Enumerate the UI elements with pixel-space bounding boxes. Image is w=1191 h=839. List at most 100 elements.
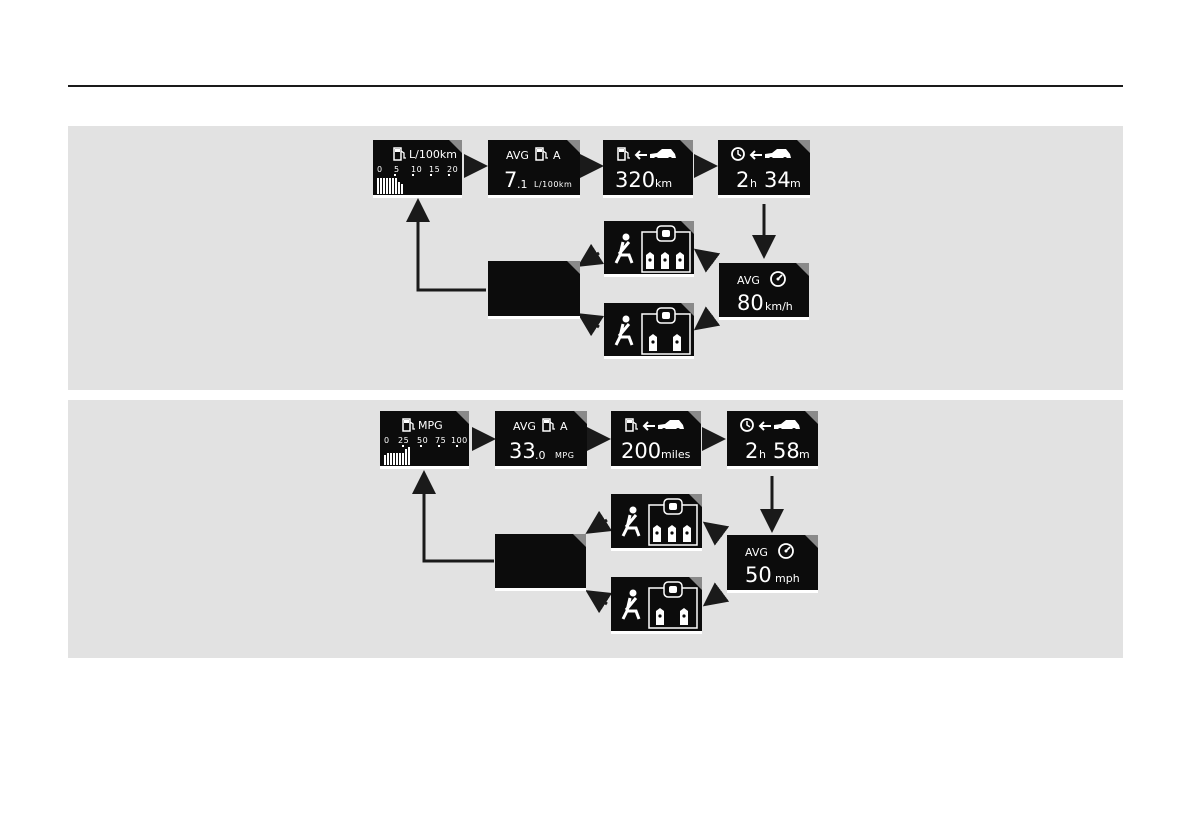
corner-mark <box>689 577 702 590</box>
history-bars <box>384 445 458 465</box>
corner-mark <box>456 411 469 424</box>
range-screen: 200 miles <box>611 411 701 469</box>
arrow-return <box>406 198 486 292</box>
header-rule <box>68 85 1123 87</box>
time-m-unit: m <box>790 177 801 190</box>
avg-speed-screen: AVG 80 km/h <box>719 263 809 320</box>
fuel-pump-icon <box>617 147 630 161</box>
avg-speed-value: 50 <box>745 563 772 587</box>
time-screen: 2 h 58 m <box>727 411 818 469</box>
scale-label: 20 <box>447 165 459 174</box>
corner-mark <box>573 534 586 547</box>
corner-mark <box>796 263 809 276</box>
time-hours: 2 <box>745 439 759 463</box>
avg-label: AVG <box>745 546 768 559</box>
time-h-unit: h <box>759 448 766 461</box>
avg-speed-unit: mph <box>775 572 800 585</box>
time-hours: 2 <box>736 168 750 192</box>
seatbelt-icon <box>614 233 634 264</box>
car-icon <box>765 149 791 161</box>
clock-icon <box>731 147 745 161</box>
history-bars <box>377 174 450 194</box>
flow-arrows <box>412 427 784 614</box>
scale-label: 0 <box>377 165 383 174</box>
corner-mark <box>681 221 694 234</box>
clock-icon <box>740 418 754 432</box>
arrow-left-icon <box>642 421 655 431</box>
seatbelt-icon <box>621 589 641 620</box>
seatbelt-3-screen <box>611 494 702 551</box>
seatbelt-icon <box>621 506 641 537</box>
corner-mark <box>797 140 810 153</box>
arrow-8 <box>577 313 605 337</box>
seat-occupancy-icon <box>641 225 691 273</box>
corner-mark <box>567 140 580 153</box>
seat-occupancy-icon <box>641 307 691 355</box>
arrow-7 <box>585 510 613 534</box>
blank-screen <box>488 261 580 319</box>
corner-mark <box>680 140 693 153</box>
speedometer-icon <box>770 271 786 287</box>
seat-occupancy-icon <box>648 498 698 546</box>
corner-mark <box>689 494 702 507</box>
scale-label: 5 <box>394 165 400 174</box>
avg-fuel-decimal: .1 <box>517 178 528 191</box>
corner-mark <box>567 261 580 274</box>
speedometer-icon <box>778 543 794 559</box>
trip-label: A <box>553 149 561 162</box>
scale-label: 15 <box>429 165 441 174</box>
fuel-graph-unit: L/100km <box>409 148 457 161</box>
avg-fuel-decimal: .0 <box>535 449 546 462</box>
car-icon <box>774 420 800 432</box>
seatbelt-3-screen <box>604 221 694 277</box>
fuel-pump-icon <box>625 418 638 432</box>
range-unit: miles <box>661 448 691 461</box>
metric-display-flow: L/100km 0 5 10 15 20 AVG A 7 .1 L/100k <box>68 126 1123 390</box>
fuel-pump-icon <box>542 418 555 432</box>
corner-mark <box>681 303 694 316</box>
arrow-left-icon <box>758 421 771 431</box>
arrow-5 <box>693 248 721 273</box>
avg-fuel-screen: AVG A 33 .0 MPG <box>495 411 587 469</box>
arrow-8 <box>585 590 613 614</box>
avg-label: AVG <box>513 420 536 433</box>
fuel-graph-screen: MPG 0 25 50 75 100 <box>380 411 469 469</box>
avg-fuel-unit: MPG <box>555 451 575 460</box>
fuel-pump-icon <box>535 147 548 161</box>
scale-label: 10 <box>411 165 423 174</box>
imperial-display-flow: MPG 0 25 50 75 100 AVG A 33 .0 MPG <box>68 400 1123 658</box>
avg-fuel-value: 33 <box>509 439 536 463</box>
car-icon <box>658 420 684 432</box>
flow-arrows <box>406 154 776 337</box>
arrow-return <box>412 470 494 563</box>
time-screen: 2 h 34 m <box>718 140 810 198</box>
arrow-6 <box>702 582 730 607</box>
avg-speed-screen: AVG 50 mph <box>727 535 818 593</box>
scale-label: 25 <box>398 436 410 445</box>
avg-label: AVG <box>737 274 760 287</box>
arrow-7 <box>577 243 605 267</box>
avg-label: AVG <box>506 149 529 162</box>
avg-speed-unit: km/h <box>765 300 793 313</box>
corner-mark <box>805 411 818 424</box>
arrow-left-icon <box>749 150 762 160</box>
corner-mark <box>574 411 587 424</box>
avg-fuel-screen: AVG A 7 .1 L/100km <box>488 140 580 198</box>
range-value: 320 <box>615 168 656 192</box>
range-unit: km <box>655 177 673 190</box>
blank-screen <box>495 534 586 591</box>
corner-mark <box>805 535 818 548</box>
scale-label: 0 <box>384 436 390 445</box>
scale-label: 50 <box>417 436 429 445</box>
seatbelt-icon <box>614 315 634 346</box>
arrow-left-icon <box>634 150 647 160</box>
fuel-graph-screen: L/100km 0 5 10 15 20 <box>373 140 462 198</box>
seatbelt-2-screen <box>604 303 694 359</box>
corner-mark <box>449 140 462 153</box>
corner-mark <box>688 411 701 424</box>
avg-speed-value: 80 <box>737 291 764 315</box>
avg-fuel-unit: L/100km <box>534 180 573 189</box>
time-m-unit: m <box>799 448 810 461</box>
avg-fuel-value: 7 <box>504 168 518 192</box>
arrow-6 <box>693 306 721 331</box>
